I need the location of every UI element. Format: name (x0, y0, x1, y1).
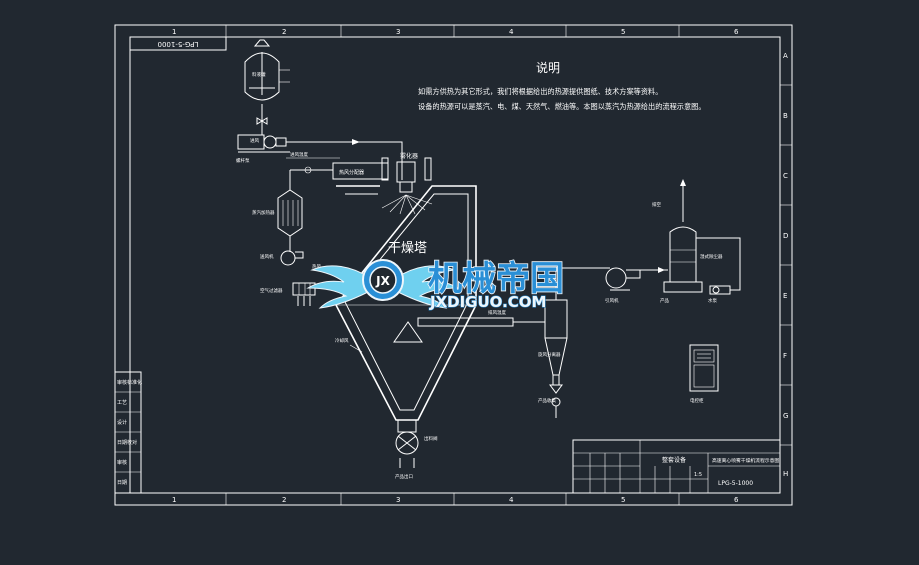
drying-tower: 干燥塔 出料阀 产品出口 冷却风 (335, 185, 477, 480)
feed-pipe (286, 141, 403, 180)
atomizer-label: 雾化器 (400, 152, 418, 160)
title-block-title: 整套设备 (662, 456, 686, 464)
outlet-temp-label: 排风温度 (488, 309, 506, 316)
control-cabinet-label: 电控柜 (690, 397, 704, 404)
product-collect-label: 产品收集 (538, 397, 556, 404)
drawing-frame: 1 2 3 4 5 6 1 2 3 4 5 6 A B C D E F G H (114, 24, 793, 506)
left-block-row-5: 审核 (117, 459, 127, 466)
hot-air-distributor: 热风分配器 进风温度 (286, 151, 389, 180)
blower-label: 送风机 (260, 253, 274, 260)
col-label-3-top: 3 (396, 28, 400, 36)
row-label-d: D (783, 232, 788, 240)
drawing-number-tab-text: LPG-5-1000 (158, 40, 199, 48)
col-label-4-bottom: 4 (509, 496, 514, 504)
drawing-number-tab: LPG-5-1000 (129, 36, 227, 51)
inlet-temp-label: 进风温度 (290, 151, 308, 158)
steam-heater-label: 蒸汽加热器 (252, 209, 275, 216)
row-label-b: B (783, 112, 788, 120)
atomizer: 雾化器 (381, 152, 433, 215)
exhaust-fan: 引风机 (605, 267, 668, 304)
exhaust-label: 排空 (652, 201, 661, 208)
row-label-g: G (783, 412, 788, 420)
exhaust-fan-label: 引风机 (605, 297, 619, 304)
notes-line-1: 如需方供热为其它形式，我们将根据给出的热源提供图纸、技术方案等资料。 (418, 87, 662, 96)
steam-heater: 蒸汽加热器 (252, 169, 333, 252)
left-block-row-3: 设计 (117, 419, 127, 426)
col-label-5-top: 5 (621, 28, 625, 36)
discharge-valve-label: 出料阀 (424, 435, 438, 442)
col-label-1-bottom: 1 (172, 496, 176, 504)
col-label-6-bottom: 6 (734, 496, 739, 504)
left-block-row-1: 审核标准化 (117, 379, 142, 386)
title-block-drawing-number: LPG-5-1000 (718, 480, 753, 487)
col-label-5-bottom: 5 (621, 496, 625, 504)
control-cabinet: 电控柜 (689, 344, 719, 404)
left-revision-block: 审核标准化 工艺 设计 日期校对 审核 日期 (114, 371, 142, 494)
air-inlet-label: 进风 (250, 137, 259, 144)
wet-scrubber: 排空 湿式除尘器 水泵 产品 (652, 179, 741, 304)
notes-heading: 说明 (536, 60, 560, 75)
title-block: 整套设备 高速离心喷雾干燥机流程示意图 LPG-5-1000 1:5 (572, 439, 781, 494)
water-pump-label: 水泵 (708, 297, 717, 304)
air-filter: 空气过滤器 (260, 282, 316, 306)
col-label-2-bottom: 2 (282, 496, 286, 504)
col-label-2-top: 2 (282, 28, 286, 36)
tower-label: 干燥塔 (388, 241, 427, 256)
cyclone: 产品收集 旋风分离器 (538, 268, 568, 418)
product-duct: 排风温度 (417, 309, 545, 327)
left-block-row-4: 日期校对 (117, 439, 137, 446)
col-label-4-top: 4 (509, 28, 514, 36)
watermark-en-text: JXDIGUO.COM (429, 293, 546, 311)
product-outlet-label: 产品出口 (395, 473, 413, 480)
left-block-row-2: 工艺 (117, 400, 127, 406)
notes-line-2: 设备的热源可以是蒸汽、电、煤、天然气、燃油等。本图以蒸汽为热源给出的流程示意图。 (418, 102, 706, 111)
screw-pump: 螺杆泵 (236, 134, 290, 164)
row-label-a: A (783, 52, 788, 60)
col-label-3-bottom: 3 (396, 496, 400, 504)
hot-air-label: 热风 (312, 263, 321, 270)
col-label-6-top: 6 (734, 28, 739, 36)
left-wing-icon (306, 265, 371, 309)
row-label-f: F (783, 352, 787, 360)
scrubber-label: 湿式除尘器 (700, 253, 723, 260)
row-label-c: C (783, 172, 788, 180)
feed-tank: 料液罐 (244, 39, 290, 135)
row-label-h: H (783, 470, 788, 478)
left-block-row-6: 日期 (117, 480, 127, 486)
watermark-cn-text: 机械帝国 (428, 259, 564, 299)
watermark-logo: JX 机械帝国 JXDIGUO.COM (306, 258, 565, 312)
watermark-badge-text: JX (375, 274, 390, 288)
title-block-scale: 1:5 (694, 472, 702, 478)
title-block-subtitle: 高速离心喷雾干燥机流程示意图 (712, 457, 779, 464)
col-label-1-top: 1 (172, 28, 176, 36)
feed-arrow (352, 139, 360, 145)
pump-label: 螺杆泵 (236, 157, 250, 164)
cyclone-label: 旋风分离器 (538, 351, 561, 358)
right-wing-icon (395, 265, 460, 309)
air-filter-label: 空气过滤器 (260, 287, 283, 294)
blower: 送风机 (260, 250, 304, 266)
feed-tank-label: 料液罐 (252, 71, 266, 78)
product-label: 产品 (660, 297, 669, 304)
row-label-e: E (783, 292, 787, 300)
distributor-label: 热风分配器 (339, 169, 364, 176)
cooling-air-label: 冷却风 (335, 337, 349, 344)
notes: 说明 如需方供热为其它形式，我们将根据给出的热源提供图纸、技术方案等资料。 设备… (418, 60, 706, 111)
